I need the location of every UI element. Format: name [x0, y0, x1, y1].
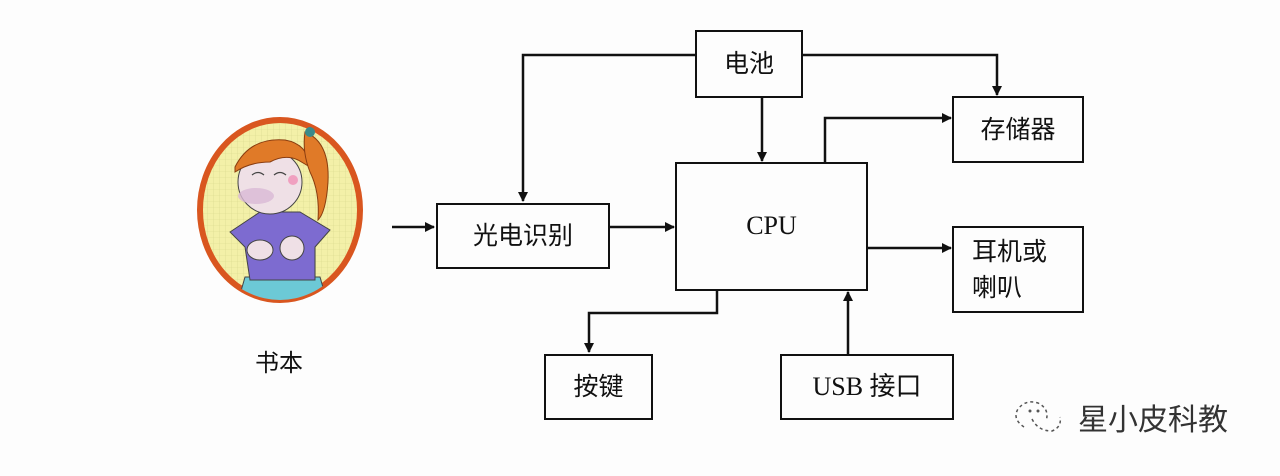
keys-label: 按键 — [573, 372, 624, 401]
photoelectric-label: 光电识别 — [472, 221, 573, 250]
usb-label: USB 接口 — [812, 372, 922, 401]
speaker-node: 耳机或 喇叭 — [952, 226, 1084, 313]
battery-label: 电池 — [723, 49, 774, 78]
edge-battery-to-storage — [802, 53, 1002, 96]
wechat-logo-icon — [1015, 401, 1062, 432]
book-label: 书本 — [255, 349, 303, 377]
watermark: 星小皮科教 — [1008, 395, 1228, 439]
photoelectric-node: 光电识别 — [436, 203, 610, 269]
edge-battery-to-photo — [518, 53, 695, 202]
storage-label: 存储器 — [980, 114, 1056, 144]
edge-cpu-to-keys — [584, 291, 719, 353]
usb-node: USB 接口 — [780, 354, 954, 420]
edge-cpu-to-storage — [823, 113, 952, 162]
cpu-node: CPU — [675, 162, 868, 291]
keys-node: 按键 — [544, 354, 653, 420]
book-illustration — [197, 117, 363, 303]
watermark-text: 星小皮科教 — [1078, 403, 1228, 438]
cpu-label: CPU — [746, 211, 797, 240]
speaker-label: 耳机或 喇叭 — [972, 236, 1048, 302]
battery-node: 电池 — [695, 30, 803, 98]
storage-node: 存储器 — [952, 96, 1084, 163]
